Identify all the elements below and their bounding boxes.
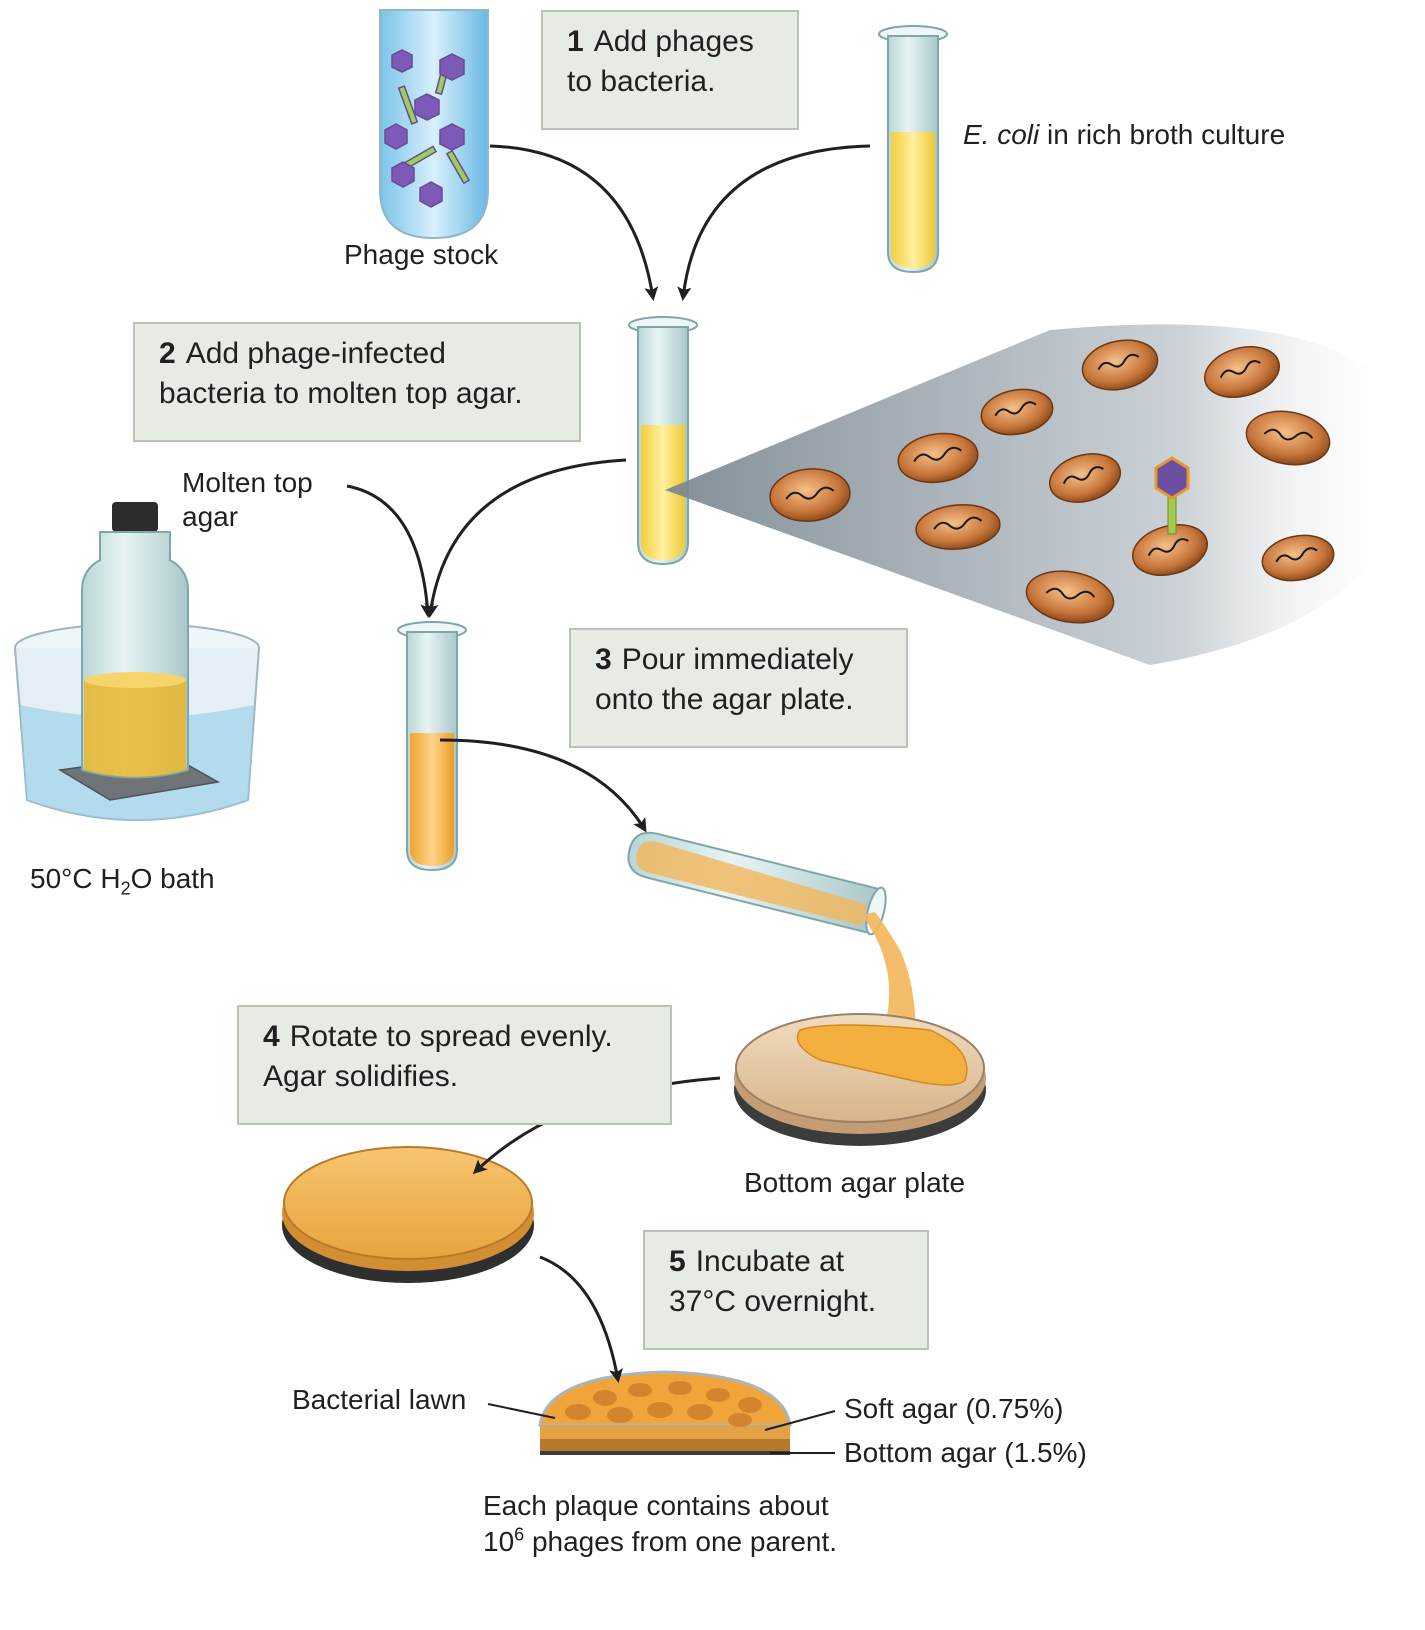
step-3-line1: Pour immediately xyxy=(621,643,854,676)
water-bath xyxy=(14,502,260,821)
soft-agar-label: Soft agar (0.75%) xyxy=(844,1393,1064,1424)
phage-particles xyxy=(384,49,471,208)
step-3-box: 3 Pour immediately onto the agar plate. xyxy=(569,628,908,748)
plate-cross-section xyxy=(538,1370,792,1455)
step-5-number: 5 xyxy=(669,1245,686,1278)
leader-lines xyxy=(487,1403,836,1454)
phage-stock-tube xyxy=(379,9,489,240)
step-4-number: 4 xyxy=(263,1020,280,1053)
pouring-tube xyxy=(627,831,916,1045)
step-1-line1: Add phages xyxy=(593,25,754,58)
step-2-line2: bacteria to molten top agar. xyxy=(159,377,523,410)
plaque-caption: Each plaque contains about 106 phages fr… xyxy=(483,1488,837,1560)
step-1-number: 1 xyxy=(567,25,584,58)
bacterial-lawn-label: Bacterial lawn xyxy=(292,1384,467,1415)
arrow-molten-label-to-agar xyxy=(346,484,435,618)
water-bath-label-start: 50°C H xyxy=(30,863,121,894)
step-1-box: 1 Add phages to bacteria. xyxy=(541,10,799,130)
molten-label-line2: agar xyxy=(182,501,239,532)
caption-line2-exponent: 6 xyxy=(514,1524,525,1545)
attached-phage xyxy=(1154,456,1190,535)
bacteria-cells xyxy=(769,339,1335,624)
molten-agar-tube xyxy=(397,621,467,872)
step-3-number: 3 xyxy=(595,643,612,676)
step-4-line2: Agar solidifies. xyxy=(263,1060,459,1093)
molten-label-line1: Molten top xyxy=(182,467,313,498)
caption-line1: Each plaque contains about xyxy=(483,1490,829,1521)
magnified-view xyxy=(665,324,1411,665)
caption-line2-base: 10 xyxy=(483,1526,515,1557)
step-5-box: 5 Incubate at 37°C overnight. xyxy=(643,1230,929,1350)
arrow-phage-to-tube xyxy=(489,144,659,301)
step-2-box: 2 Add phage-infected bacteria to molten t… xyxy=(133,322,581,442)
step-2-number: 2 xyxy=(159,337,176,370)
arrow-tube-to-agar xyxy=(424,458,627,618)
step-3-line2: onto the agar plate. xyxy=(595,683,854,716)
arrow-ecoli-to-tube xyxy=(677,144,871,301)
step-5-line2: 37°C overnight. xyxy=(669,1285,877,1318)
step-4-box: 4 Rotate to spread evenly. Agar solidifie… xyxy=(237,1005,672,1125)
water-bath-label-end: O bath xyxy=(130,863,215,894)
spread-agar-plate xyxy=(282,1146,534,1283)
ecoli-species-name: E. coli xyxy=(963,119,1040,150)
plaques xyxy=(565,1381,762,1427)
step-4-line1: Rotate to spread evenly. xyxy=(289,1020,613,1053)
ecoli-label-rest: in rich broth culture xyxy=(1039,119,1286,150)
bottom-agar-plate xyxy=(734,1013,986,1146)
water-bath-label: 50°C H2O bath xyxy=(30,862,215,899)
molten-top-agar-label: Molten top agar xyxy=(182,466,313,534)
ecoli-broth-tube xyxy=(878,25,948,274)
step-2-line1: Add phage-infected xyxy=(185,337,446,370)
caption-line2-rest: phages from one parent. xyxy=(524,1526,838,1557)
arrow-agar-to-pour xyxy=(439,738,647,833)
ecoli-label: E. coli in rich broth culture xyxy=(963,118,1285,152)
bottom-agar-plate-label: Bottom agar plate xyxy=(744,1167,966,1198)
phage-stock-label: Phage stock xyxy=(344,239,499,270)
infected-bacteria-tube xyxy=(628,316,698,566)
water-bath-label-subscript: 2 xyxy=(120,878,131,899)
arrow-spread-to-section xyxy=(539,1255,623,1383)
step-1-line2: to bacteria. xyxy=(567,65,716,98)
step-5-line1: Incubate at xyxy=(695,1245,845,1278)
bottom-agar-label: Bottom agar (1.5%) xyxy=(844,1437,1087,1468)
